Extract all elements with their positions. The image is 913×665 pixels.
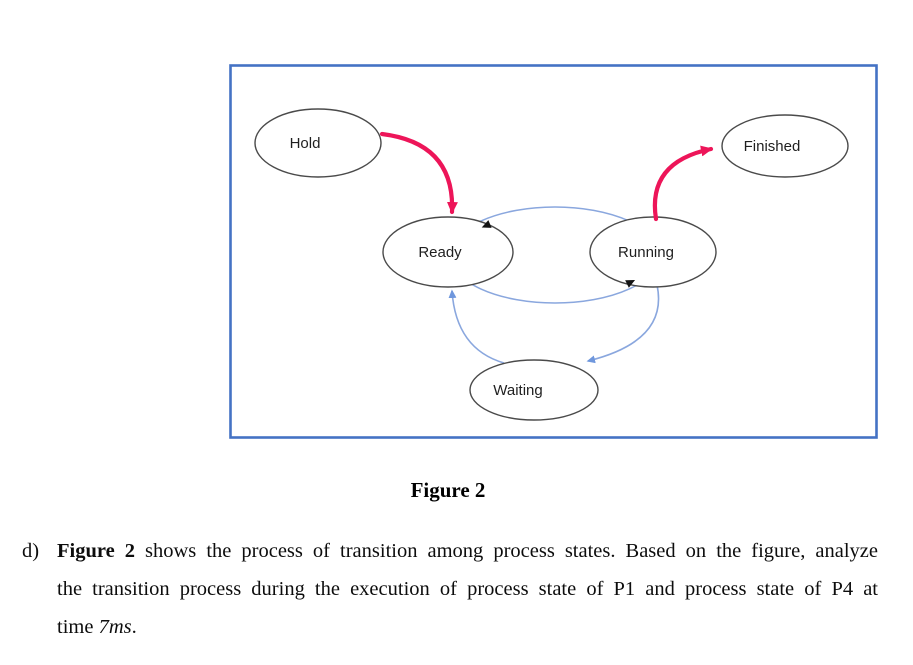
question-line-3: time 7ms. (57, 608, 878, 646)
node-waiting: Waiting (469, 359, 599, 421)
edge-running-finished (652, 145, 714, 222)
question-list-marker: d) (22, 540, 40, 562)
node-finished-label: Finished (744, 138, 801, 155)
node-hold: Hold (254, 108, 382, 178)
figure-2-box: Hold Finished Ready Running Waiting (228, 63, 880, 440)
question-line-1: Figure 2 shows the process of transition… (57, 532, 878, 570)
node-finished: Finished (721, 114, 849, 178)
question-line-3-pre: time (57, 616, 99, 638)
node-running: Running (589, 216, 717, 288)
figure-border (229, 64, 878, 439)
node-ready-label: Ready (418, 244, 462, 261)
question-figure-ref: Figure 2 (57, 540, 135, 562)
question-body: Figure 2 shows the process of transition… (57, 532, 878, 646)
figure-caption: Figure 2 (410, 478, 486, 502)
state-diagram-canvas: Hold Finished Ready Running Waiting (229, 64, 878, 439)
question-line-1-text: shows the process of transition among pr… (134, 540, 878, 562)
edge-waiting-ready (448, 289, 505, 364)
question-time-value: 7ms (98, 616, 132, 638)
node-running-label: Running (618, 244, 674, 261)
edge-hold-ready (379, 131, 458, 215)
cycle-arrowhead-to-ready-icon (481, 220, 492, 228)
cycle-arrowhead-to-running-icon (625, 280, 636, 288)
question-d: d) Figure 2 shows the process of transit… (22, 532, 878, 646)
edge-running-waiting (586, 284, 660, 364)
question-line-2: the transition process during the execut… (57, 578, 878, 600)
node-hold-label: Hold (290, 135, 321, 152)
node-waiting-label: Waiting (493, 382, 542, 399)
node-ready: Ready (382, 216, 514, 288)
question-line-3-post: . (131, 616, 137, 638)
